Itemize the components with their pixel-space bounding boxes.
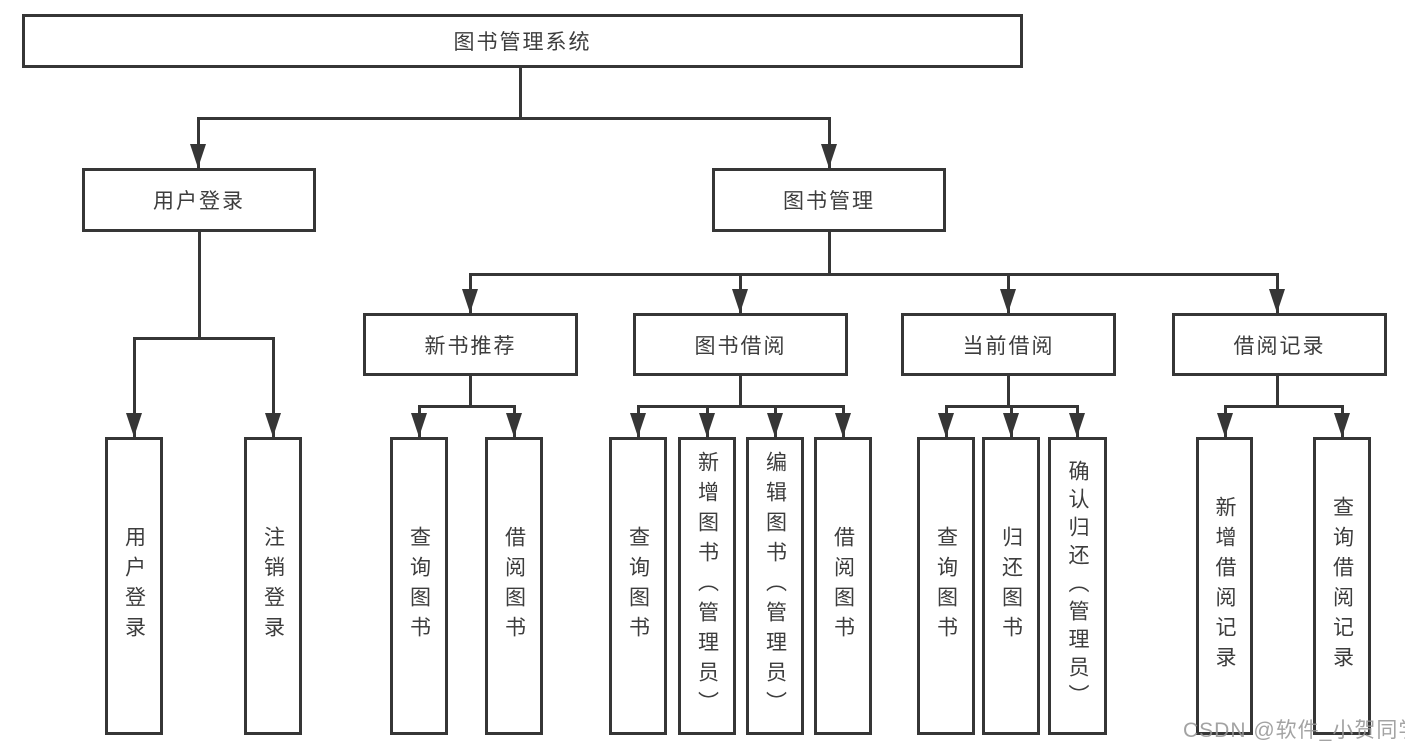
- arrowhead-down-icon: [1334, 413, 1350, 437]
- node-library-system: 图书管理系统: [22, 14, 1023, 68]
- arrowhead-down-icon: [630, 413, 646, 437]
- connector-line: [133, 337, 275, 340]
- connector-line: [272, 337, 275, 437]
- node-label: 编辑图书（管理员）: [763, 451, 787, 721]
- node-label: 借阅图书: [831, 526, 855, 646]
- csdn-watermark: CSDN @软件_小贺同学: [1183, 719, 1405, 742]
- node-leaf-user-login: 用户登录: [105, 437, 163, 735]
- connector-line: [418, 405, 516, 408]
- arrowhead-down-icon: [1003, 413, 1019, 437]
- node-leaf-return-books: 归还图书: [982, 437, 1040, 735]
- node-label: 借阅图书: [502, 526, 526, 646]
- node-label: 查询图书: [934, 526, 958, 646]
- node-label: 注销登录: [261, 526, 285, 646]
- connector-line: [1007, 374, 1010, 405]
- node-label: 新书推荐: [424, 334, 517, 358]
- arrowhead-down-icon: [126, 413, 142, 437]
- node-label: 当前借阅: [962, 334, 1055, 358]
- node-leaf-borrow-books: 借阅图书: [814, 437, 872, 735]
- node-label: 查询图书: [407, 526, 431, 646]
- arrowhead-down-icon: [699, 413, 715, 437]
- node-leaf-query-borrow-record: 查询借阅记录: [1313, 437, 1371, 735]
- node-label: 新增图书（管理员）: [695, 451, 719, 721]
- node-leaf-add-books-admin: 新增图书（管理员）: [678, 437, 736, 735]
- node-new-book-recommend: 新书推荐: [363, 313, 578, 376]
- node-label: 图书管理: [783, 190, 875, 213]
- connector-line: [828, 230, 831, 275]
- connector-line: [1224, 405, 1344, 408]
- connector-line: [469, 273, 1279, 276]
- connector-line: [739, 374, 742, 405]
- connector-line: [133, 337, 136, 437]
- arrowhead-down-icon: [821, 144, 837, 168]
- node-user-login: 用户登录: [82, 168, 316, 232]
- node-leaf-edit-books-admin: 编辑图书（管理员）: [746, 437, 804, 735]
- node-leaf-query-books-borrow: 查询图书: [609, 437, 667, 735]
- node-book-management: 图书管理: [712, 168, 946, 232]
- connector-line: [197, 117, 831, 120]
- connector-line: [828, 117, 831, 168]
- node-leaf-logout: 注销登录: [244, 437, 302, 735]
- connector-line: [519, 66, 522, 117]
- arrowhead-down-icon: [265, 413, 281, 437]
- arrowhead-down-icon: [938, 413, 954, 437]
- node-label: 确认归还（管理员）: [1066, 460, 1089, 712]
- node-label: 归还图书: [999, 526, 1023, 646]
- arrowhead-down-icon: [1217, 413, 1233, 437]
- node-label: 新增借阅记录: [1213, 496, 1236, 676]
- node-leaf-borrow-books-recommend: 借阅图书: [485, 437, 543, 735]
- arrowhead-down-icon: [462, 289, 478, 313]
- node-label: 查询图书: [626, 526, 650, 646]
- arrowhead-down-icon: [1000, 289, 1016, 313]
- arrowhead-down-icon: [732, 289, 748, 313]
- node-leaf-query-books-current: 查询图书: [917, 437, 975, 735]
- arrowhead-down-icon: [835, 413, 851, 437]
- node-book-borrow: 图书借阅: [633, 313, 848, 376]
- node-leaf-query-books-recommend: 查询图书: [390, 437, 448, 735]
- node-label: 图书管理系统: [453, 31, 592, 54]
- node-label: 图书借阅: [694, 334, 787, 358]
- arrowhead-down-icon: [1069, 413, 1085, 437]
- arrowhead-down-icon: [767, 413, 783, 437]
- connector-line: [637, 405, 845, 408]
- node-label: 用户登录: [153, 190, 245, 213]
- node-leaf-confirm-return-admin: 确认归还（管理员）: [1048, 437, 1107, 735]
- connector-line: [469, 374, 472, 405]
- arrowhead-down-icon: [506, 413, 522, 437]
- arrowhead-down-icon: [190, 144, 206, 168]
- node-leaf-add-borrow-record: 新增借阅记录: [1196, 437, 1253, 735]
- node-label: 查询借阅记录: [1330, 496, 1354, 676]
- node-borrow-records: 借阅记录: [1172, 313, 1387, 376]
- connector-line: [1276, 374, 1279, 405]
- connector-line: [197, 117, 200, 168]
- arrowhead-down-icon: [1269, 289, 1285, 313]
- node-label: 用户登录: [122, 526, 146, 646]
- connector-line: [198, 230, 201, 337]
- arrowhead-down-icon: [411, 413, 427, 437]
- node-current-borrow: 当前借阅: [901, 313, 1116, 376]
- node-label: 借阅记录: [1233, 334, 1326, 358]
